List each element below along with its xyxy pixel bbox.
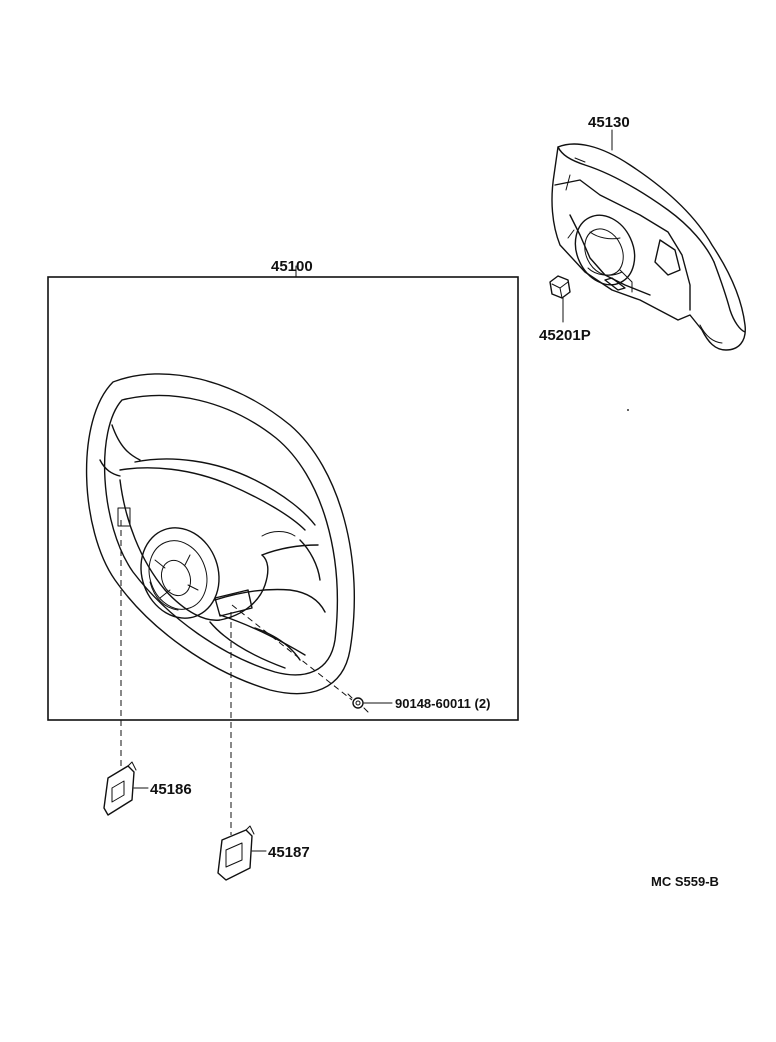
- label-45187: 45187: [268, 844, 310, 861]
- steering-wheel-drawing: [85, 373, 356, 695]
- label-45100: 45100: [271, 258, 313, 275]
- dash-screw: [231, 604, 353, 701]
- screw-icon: [347, 693, 369, 713]
- label-45201P: 45201P: [539, 327, 591, 344]
- diagram-code: MC S559-B: [651, 874, 719, 889]
- stray-dot: [627, 409, 629, 411]
- label-90148-60011: 90148-60011 (2): [395, 696, 490, 711]
- assembly-frame: [47, 276, 519, 721]
- switch-45186-drawing: [103, 761, 137, 816]
- horn-pad-45130-drawing: [551, 143, 746, 351]
- label-45186: 45186: [150, 781, 192, 798]
- nut-45201P-icon: [549, 275, 571, 299]
- label-45130: 45130: [588, 114, 630, 131]
- switch-45187-drawing: [217, 825, 255, 881]
